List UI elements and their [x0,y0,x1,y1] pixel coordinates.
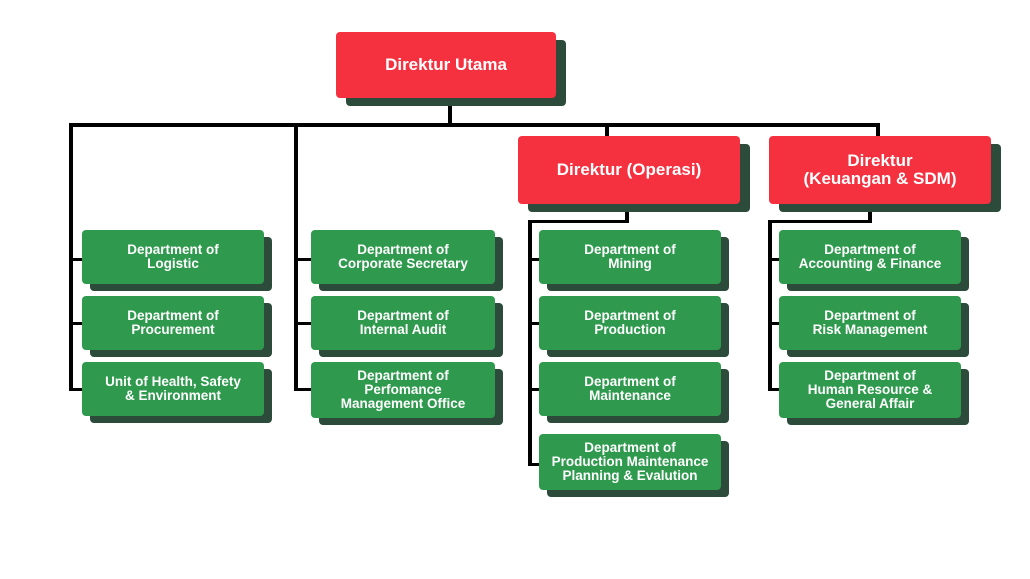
node-dept-production-maintenance-planning: Department of Production Maintenance Pla… [539,434,721,490]
node-direktur-utama: Direktur Utama [336,32,556,98]
connector-col1-drop [69,123,73,391]
node-label: Department of Logistic [127,242,219,271]
connector-col2-tick [294,322,312,325]
connector-col4-tick [768,258,780,261]
node-dept-production: Department of Production [539,296,721,350]
connector-col4-stem [868,203,872,223]
connector-col4-drop [768,220,772,391]
connector-col3-tick [528,388,540,391]
connector-col4-tick [768,322,780,325]
node-dept-human-resource: Department of Human Resource & General A… [779,362,961,418]
node-label: Department of Production Maintenance Pla… [551,440,709,483]
connector-col3-tick [528,463,540,466]
node-dept-internal-audit: Department of Internal Audit [311,296,495,350]
node-label: Unit of Health, Safety & Environment [105,374,241,403]
node-dept-logistic: Department of Logistic [82,230,264,284]
connector-top-stem [448,96,452,125]
node-label: Direktur (Keuangan & SDM) [803,151,957,188]
connector-col2-tick [294,388,312,391]
connector-dir2-stub [876,123,880,138]
connector-col2-tick [294,258,312,261]
node-dept-risk-management: Department of Risk Management [779,296,961,350]
node-direktur-operasi: Direktur (Operasi) [518,136,740,204]
node-label: Department of Production [584,308,676,337]
connector-col1-tick [69,258,83,261]
node-dept-corporate-secretary: Department of Corporate Secretary [311,230,495,284]
node-label: Direktur (Operasi) [556,160,702,179]
connector-col3-tick [528,322,540,325]
node-dept-maintenance: Department of Maintenance [539,362,721,416]
connector-col4-tick [768,388,780,391]
node-label: Department of Perfomance Management Offi… [340,368,466,411]
connector-col1-tick [69,322,83,325]
node-label: Department of Human Resource & General A… [807,368,933,411]
connector-main-bus [69,123,880,127]
connector-col3-stem [625,203,629,223]
node-label: Direktur Utama [385,55,507,74]
connector-col3-bus [528,220,629,223]
node-direktur-keuangan-sdm: Direktur (Keuangan & SDM) [769,136,991,204]
connector-dir1-stub [605,123,609,138]
node-dept-accounting-finance: Department of Accounting & Finance [779,230,961,284]
connector-col3-drop [528,220,532,466]
node-label: Department of Internal Audit [357,308,449,337]
node-label: Department of Accounting & Finance [798,242,942,271]
node-label: Department of Risk Management [812,308,928,337]
connector-col1-tick [69,388,83,391]
node-dept-procurement: Department of Procurement [82,296,264,350]
node-label: Department of Corporate Secretary [338,242,468,271]
node-label: Department of Mining [584,242,676,271]
node-unit-hse: Unit of Health, Safety & Environment [82,362,264,416]
node-label: Department of Maintenance [584,374,676,403]
connector-col4-bus [768,220,872,223]
node-dept-performance-management: Department of Perfomance Management Offi… [311,362,495,418]
node-dept-mining: Department of Mining [539,230,721,284]
node-label: Department of Procurement [127,308,219,337]
connector-col2-drop [294,123,298,391]
connector-col3-tick [528,258,540,261]
